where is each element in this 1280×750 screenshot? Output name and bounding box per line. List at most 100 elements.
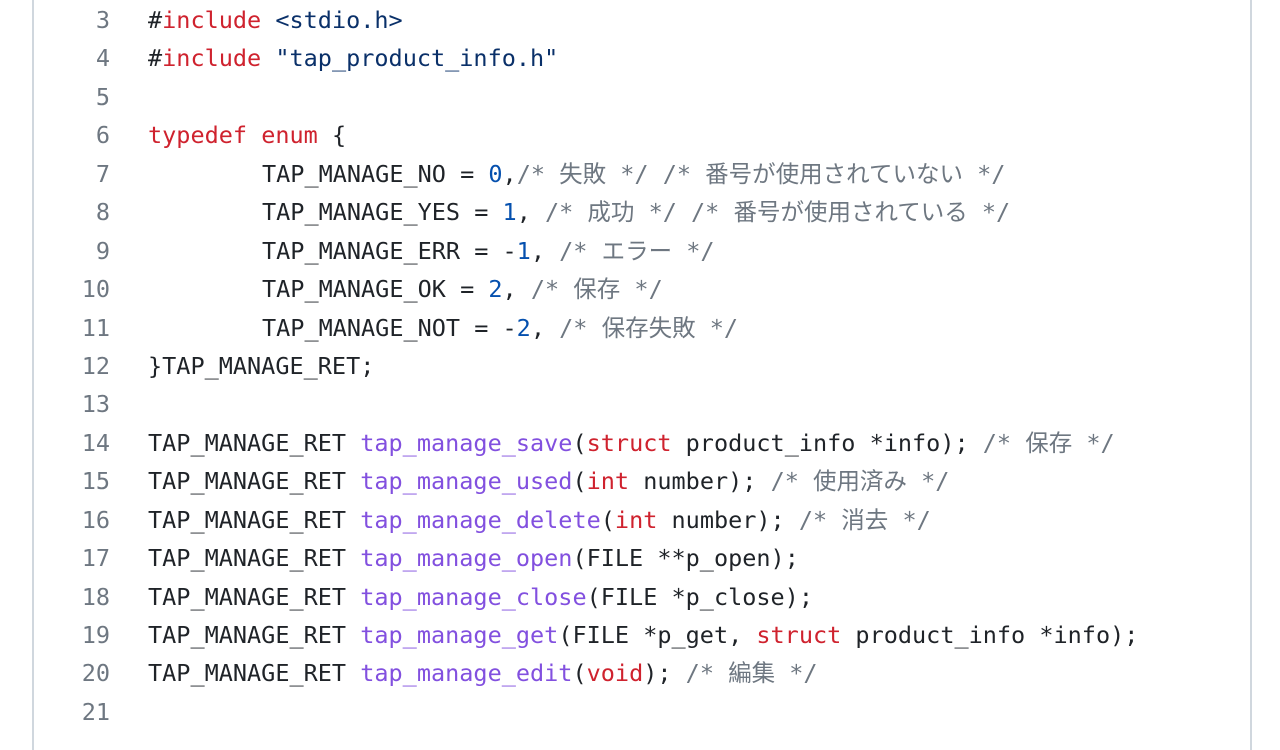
line-number[interactable]: 18: [81, 582, 110, 611]
line-number[interactable]: 17: [81, 544, 110, 573]
line-number[interactable]: 3: [95, 6, 110, 34]
code-text-token: TAP_MANAGE_RET: [148, 582, 361, 611]
keyword-token: include: [162, 6, 262, 34]
code-text-token: ,: [516, 198, 545, 227]
function-name-token: tap_manage_used: [360, 467, 573, 496]
line-source: TAP_MANAGE_RET tap_manage_open(FILE **p_…: [110, 539, 799, 577]
line-number[interactable]: 11: [81, 313, 110, 342]
keyword-token: struct: [756, 621, 842, 649]
code-text-token: );: [643, 659, 686, 688]
line-source: TAP_MANAGE_NO = 0,/* 失敗 */ /* 番号が使用されていな…: [110, 155, 1005, 193]
code-text-token: TAP_MANAGE_RET: [148, 544, 361, 573]
function-name-token: tap_manage_close: [360, 582, 587, 611]
code-text-token: [247, 121, 261, 149]
code-text-token: ,: [502, 159, 517, 188]
function-name-token: tap_manage_delete: [360, 505, 601, 534]
line-number[interactable]: 8: [95, 198, 110, 227]
line-number[interactable]: 7: [95, 159, 110, 188]
code-view-frame: [32, 0, 1252, 750]
code-line: 12 }TAP_MANAGE_RET;: [0, 347, 1280, 385]
code-line: 9 TAP_MANAGE_ERR = -1, /* エラー */: [0, 232, 1280, 270]
line-number[interactable]: 10: [81, 275, 110, 304]
line-source: TAP_MANAGE_OK = 2, /* 保存 */: [110, 270, 663, 308]
code-text-token: product_info *info);: [841, 621, 1139, 649]
code-text-token: {: [317, 121, 347, 150]
code-text-token: #: [148, 6, 163, 34]
line-source: TAP_MANAGE_RET tap_manage_edit(void); /*…: [110, 654, 818, 692]
line-number[interactable]: 15: [81, 467, 110, 496]
number-token: 0: [488, 159, 503, 188]
line-number[interactable]: 16: [81, 505, 110, 534]
comment-token: /* 失敗 */ /* 番号が使用されていない */: [516, 159, 1006, 188]
code-text-token: ,: [530, 236, 560, 265]
line-source: TAP_MANAGE_RET tap_manage_get(FILE *p_ge…: [110, 616, 1138, 654]
code-text-token: TAP_MANAGE_ERR = -: [148, 236, 517, 265]
line-number[interactable]: 13: [81, 390, 110, 419]
keyword-token: typedef: [148, 121, 248, 150]
line-source: TAP_MANAGE_YES = 1, /* 成功 */ /* 番号が使用されて…: [110, 193, 1010, 231]
line-source: #include <stdio.h>: [110, 1, 403, 39]
line-source: [110, 693, 148, 731]
comment-token: /* 保存 */: [982, 428, 1115, 457]
line-source: TAP_MANAGE_NOT = -2, /* 保存失敗 */: [110, 309, 738, 347]
comment-token: /* 編集 */: [685, 659, 818, 688]
comment-token: /* 成功 */ /* 番号が使用されている */: [544, 198, 1011, 227]
code-text-token: TAP_MANAGE_RET: [148, 467, 361, 496]
function-name-token: tap_manage_edit: [360, 659, 573, 688]
code-text-token: TAP_MANAGE_NOT = -: [148, 313, 517, 342]
line-number[interactable]: 21: [81, 697, 110, 726]
code-text-token: number);: [657, 505, 799, 534]
code-text-token: (: [600, 505, 615, 534]
keyword-token: void: [586, 659, 644, 688]
code-line: 10 TAP_MANAGE_OK = 2, /* 保存 */: [0, 270, 1280, 308]
function-name-token: tap_manage_open: [360, 544, 573, 573]
line-number[interactable]: 6: [95, 121, 110, 150]
code-text-token: TAP_MANAGE_RET: [148, 428, 361, 457]
function-name-token: tap_manage_get: [360, 621, 559, 649]
line-source: }TAP_MANAGE_RET;: [110, 347, 374, 385]
code-line: 13: [0, 385, 1280, 423]
keyword-token: include: [162, 44, 262, 73]
line-number[interactable]: 14: [81, 428, 110, 457]
line-number[interactable]: 9: [95, 236, 110, 265]
line-number[interactable]: 12: [81, 351, 110, 380]
keyword-token: int: [614, 505, 658, 534]
line-source: TAP_MANAGE_RET tap_manage_delete(int num…: [110, 501, 931, 539]
code-line: 18 TAP_MANAGE_RET tap_manage_close(FILE *…: [0, 578, 1280, 616]
string-token: "tap_product_info.h": [275, 44, 559, 73]
code-text-token: [261, 6, 275, 34]
code-text-token: (FILE *p_close);: [586, 582, 813, 611]
code-text-token: (: [572, 428, 587, 457]
line-number[interactable]: 20: [81, 659, 110, 688]
code-line: 4 #include "tap_product_info.h": [0, 39, 1280, 77]
line-source: TAP_MANAGE_ERR = -1, /* エラー */: [110, 232, 715, 270]
line-source: [110, 385, 148, 423]
code-text-token: [261, 44, 275, 72]
line-number[interactable]: 19: [81, 621, 110, 649]
code-text-token: number);: [629, 467, 771, 496]
code-text-token: }TAP_MANAGE_RET;: [148, 351, 375, 380]
number-token: 2: [488, 275, 503, 304]
line-number[interactable]: 4: [95, 44, 110, 73]
keyword-token: struct: [586, 428, 672, 457]
code-text-token: TAP_MANAGE_NO =: [148, 159, 489, 188]
code-line: 5: [0, 78, 1280, 116]
number-token: 1: [502, 198, 517, 227]
code-text-token: TAP_MANAGE_OK =: [148, 275, 489, 304]
code-text-token: (: [572, 467, 587, 496]
line-number[interactable]: 5: [95, 82, 110, 111]
line-source: typedef enum {: [110, 116, 346, 154]
code-text-token: ,: [502, 275, 531, 304]
code-text-token: #: [148, 44, 163, 73]
comment-token: /* 保存 */: [530, 275, 663, 304]
code-text-token: TAP_MANAGE_RET: [148, 659, 361, 688]
comment-token: /* 消去 */: [798, 505, 931, 534]
comment-token: /* 使用済み */: [770, 467, 950, 496]
line-source: [110, 78, 148, 116]
code-text-token: ,: [530, 313, 560, 342]
